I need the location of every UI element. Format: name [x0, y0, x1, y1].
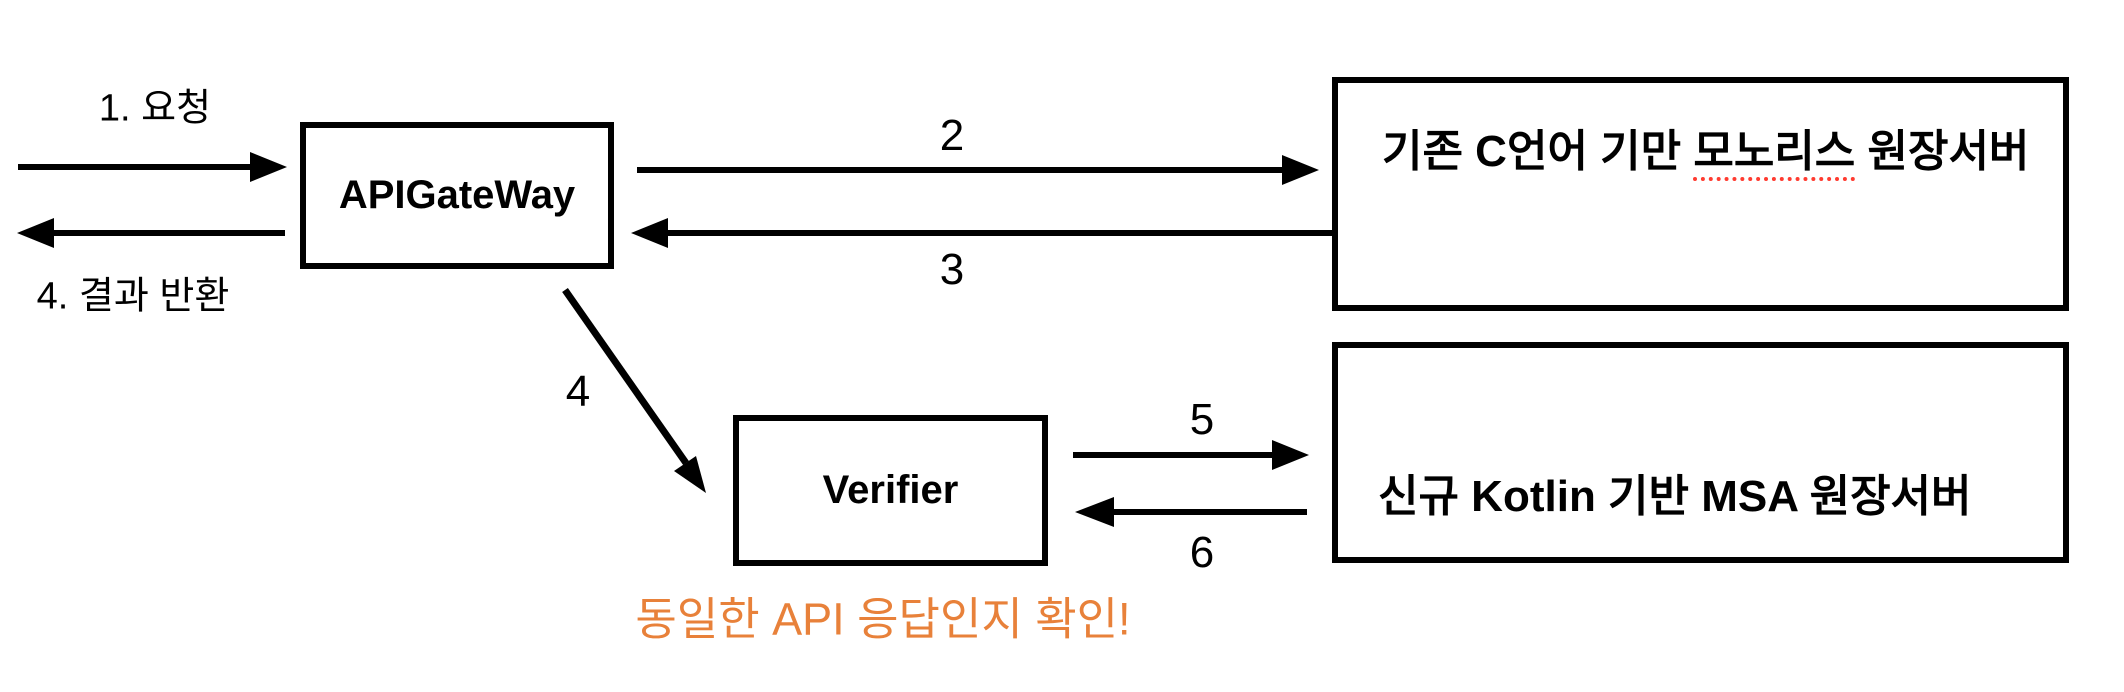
arrow-step5-icon — [1073, 440, 1309, 470]
legacy-label-spellcheck-word: 모노리스 — [1693, 127, 1856, 181]
node-msa-server-label: 신규 Kotlin 기반 MSA 원장서버 — [1378, 472, 1972, 521]
verify-annotation: 동일한 API 응답인지 확인! — [635, 593, 1131, 645]
node-api-gateway-label: APIGateWay — [338, 173, 576, 217]
node-legacy-monolith-server: 기존 C언어 기만 모노리스 원장서버 — [1332, 77, 2069, 311]
arrow-step2-icon — [637, 155, 1319, 185]
arrow-1-request-icon — [18, 152, 287, 182]
edge-label-step5: 5 — [1189, 395, 1215, 444]
arrow-step3-icon — [631, 218, 1332, 248]
edge-label-step4: 4 — [565, 367, 591, 416]
arrow-step6-icon — [1075, 497, 1307, 527]
node-legacy-monolith-server-label: 기존 C언어 기만 모노리스 원장서버 — [1382, 127, 2029, 181]
edge-label-step3: 3 — [939, 245, 965, 294]
node-msa-server: 신규 Kotlin 기반 MSA 원장서버 — [1332, 342, 2069, 563]
edge-label-step6: 6 — [1189, 528, 1215, 577]
arrow-4-return-icon — [17, 218, 285, 248]
legacy-label-prefix: 기존 C언어 기만 — [1382, 127, 1694, 176]
arrow-step4-icon — [562, 287, 706, 493]
node-verifier: Verifier — [733, 415, 1048, 566]
edge-label-request: 1. 요청 — [98, 87, 212, 130]
edge-label-step2: 2 — [939, 111, 965, 160]
legacy-label-suffix: 원장서버 — [1855, 127, 2030, 176]
node-verifier-label: Verifier — [822, 468, 959, 512]
edge-label-result-return: 4. 결과 반환 — [36, 275, 230, 318]
node-api-gateway: APIGateWay — [300, 122, 614, 269]
